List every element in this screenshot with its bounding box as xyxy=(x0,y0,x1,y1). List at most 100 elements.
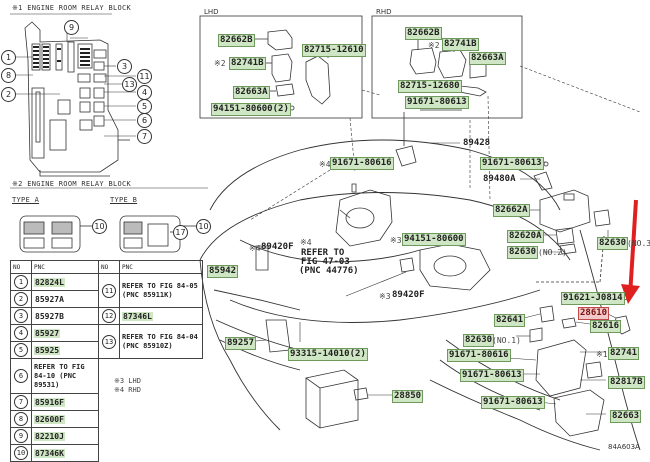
row-number: 13 xyxy=(102,334,116,349)
legend-lhd: ※3 LHD xyxy=(114,377,141,385)
lhd-title: LHD xyxy=(204,8,219,16)
pnc-link[interactable]: 85927 xyxy=(34,328,61,338)
pnc-link[interactable]: 82210J xyxy=(34,431,65,441)
table-row: 2 85927A xyxy=(10,290,203,308)
part-82741b-lhd[interactable]: 82741B xyxy=(229,57,266,70)
diagram-code: 84A603A xyxy=(608,443,640,451)
pnc-reference[interactable]: REFER TO FIG 84-10 (PNC 89531) xyxy=(34,362,85,389)
part-82630-no1[interactable]: 82630 xyxy=(463,334,495,347)
row-number: 1 xyxy=(14,275,28,289)
callout-5[interactable]: 5 xyxy=(137,99,152,114)
no2-note: (NO.2) xyxy=(538,248,567,257)
row-number: 4 xyxy=(14,326,28,340)
callout-13[interactable]: 13 xyxy=(122,77,137,92)
part-82663a-rhd[interactable]: 82663A xyxy=(469,52,506,65)
note-prefix: ※4 xyxy=(319,160,331,169)
callout-10-type-b[interactable]: 10 xyxy=(196,219,211,234)
callout-7[interactable]: 7 xyxy=(137,129,152,144)
part-82620a[interactable]: 82620A xyxy=(507,230,544,243)
part-82662b-rhd[interactable]: 82662B xyxy=(405,27,442,40)
battery-drawing xyxy=(305,369,369,429)
part-91621-j0814[interactable]: 91621-J0814 xyxy=(561,292,625,305)
callout-2[interactable]: 2 xyxy=(1,87,16,102)
part-82741b-rhd[interactable]: 82741B xyxy=(442,38,479,51)
pnc-link[interactable]: 85925 xyxy=(34,345,61,355)
part-94151-80600[interactable]: 94151-80600 xyxy=(402,233,466,246)
note-prefix: ※2 xyxy=(428,41,440,50)
part-82817b[interactable]: 82817B xyxy=(608,376,645,389)
part-82641[interactable]: 82641 xyxy=(494,314,526,327)
part-93315-14010-2[interactable]: 93315-14010(2) xyxy=(288,348,368,361)
part-91671-80613-upper[interactable]: 91671-80613 xyxy=(480,157,544,170)
table-row: 5 85925 xyxy=(10,341,203,359)
rhd-title: RHD xyxy=(376,8,392,16)
part-82630-no3[interactable]: 82630 xyxy=(597,237,629,250)
part-82715-12610[interactable]: 82715-12610 xyxy=(302,44,366,57)
part-91671-80616-upper[interactable]: 91671-80616 xyxy=(330,157,394,170)
pnc-link[interactable]: 82824L xyxy=(34,277,65,287)
part-89420f-upper[interactable]: 89420F xyxy=(261,242,294,252)
callout-3[interactable]: 3 xyxy=(117,59,132,74)
pnc-link[interactable]: 85916F xyxy=(34,397,65,407)
table-row: 1 82824L 11 REFER TO FIG 84-05 (PNC 8591… xyxy=(10,273,203,308)
pnc-table: NO PNC NO PNC 1 82824L 11 REFER TO FIG 8… xyxy=(10,260,203,462)
note-prefix: ※4 xyxy=(249,244,261,253)
callout-8[interactable]: 8 xyxy=(1,68,16,83)
part-94151-80600-2[interactable]: 94151-80600(2) xyxy=(211,103,291,116)
part-89257[interactable]: 89257 xyxy=(225,337,257,350)
no1-note: (NO.1) xyxy=(492,336,521,345)
part-28850[interactable]: 28850 xyxy=(392,390,424,403)
lhd-box xyxy=(199,15,363,119)
callout-11[interactable]: 11 xyxy=(137,69,152,84)
part-89420f-lower[interactable]: 89420F xyxy=(392,290,425,300)
part-89480a[interactable]: 89480A xyxy=(483,174,516,184)
part-28610-selected[interactable]: 28610 xyxy=(578,307,610,320)
part-91671-80616-lower[interactable]: 91671-80616 xyxy=(447,349,511,362)
table-row: 9 82210J xyxy=(10,427,203,445)
header-no-2: NO xyxy=(98,260,120,274)
pnc-link[interactable]: 87346K xyxy=(34,448,65,458)
row-number: 11 xyxy=(102,283,116,298)
red-arrow-indicator xyxy=(621,199,640,304)
pnc-reference[interactable]: REFER TO FIG 84-05 (PNC 85911K) xyxy=(122,281,198,299)
part-89428[interactable]: 89428 xyxy=(463,138,491,148)
relay-block-drawing xyxy=(24,21,130,177)
no3-note: (NO.3) xyxy=(627,239,650,248)
part-91671-80613-rhd[interactable]: 91671-80613 xyxy=(405,96,469,109)
callout-4[interactable]: 4 xyxy=(137,85,152,100)
refer-fig-47-03-line2[interactable]: FIG 47-03 xyxy=(301,257,350,267)
note-prefix: ※2 xyxy=(214,59,226,68)
pnc-reference[interactable]: REFER TO FIG 84-04 (PNC 85910Z) xyxy=(122,332,198,350)
part-91671-80613-lower[interactable]: 91671-80613 xyxy=(481,396,545,409)
part-85942[interactable]: 85942 xyxy=(207,265,239,278)
callout-10-type-a[interactable]: 10 xyxy=(92,219,107,234)
part-82616[interactable]: 82616 xyxy=(590,320,622,333)
row-number: 5 xyxy=(14,343,28,357)
engine-room-relay-block-title: ※1 ENGINE ROOM RELAY BLOCK xyxy=(12,4,132,12)
part-82741[interactable]: 82741 xyxy=(608,347,640,360)
callout-6[interactable]: 6 xyxy=(137,113,152,128)
part-82630-no2[interactable]: 82630 xyxy=(507,246,539,259)
part-82662b-lhd[interactable]: 82662B xyxy=(218,34,255,47)
part-82715-12680[interactable]: 82715-12680 xyxy=(398,80,462,93)
part-82663a-lhd[interactable]: 82663A xyxy=(233,86,270,99)
part-82663[interactable]: 82663 xyxy=(610,410,642,423)
note-prefix: ※1 xyxy=(596,350,608,359)
callout-17-type-b[interactable]: 17 xyxy=(173,225,188,240)
refer-fig-47-03-line3[interactable]: (PNC 44776) xyxy=(299,266,359,276)
note-prefix: ※3 xyxy=(390,236,402,245)
refer-fig-47-03-line1[interactable]: REFER TO xyxy=(301,248,345,258)
pnc-link[interactable]: 87346L xyxy=(122,311,153,321)
pnc-link[interactable]: 82600F xyxy=(34,414,65,424)
part-91671-80613-middle[interactable]: 91671-80613 xyxy=(460,369,524,382)
callout-1[interactable]: 1 xyxy=(1,50,16,65)
car-body-drawing xyxy=(199,139,641,451)
header-no: NO xyxy=(10,260,32,274)
table-row: 3 85927B 12 87346L xyxy=(10,307,203,325)
legend-rhd: ※4 RHD xyxy=(114,386,141,394)
callout-9[interactable]: 9 xyxy=(64,20,79,35)
part-82662a[interactable]: 82662A xyxy=(493,204,530,217)
type-a-relay-drawing xyxy=(19,215,92,253)
table-row: 6 REFER TO FIG 84-10 (PNC 89531) xyxy=(10,358,203,394)
brake-booster-drawing xyxy=(255,109,491,353)
